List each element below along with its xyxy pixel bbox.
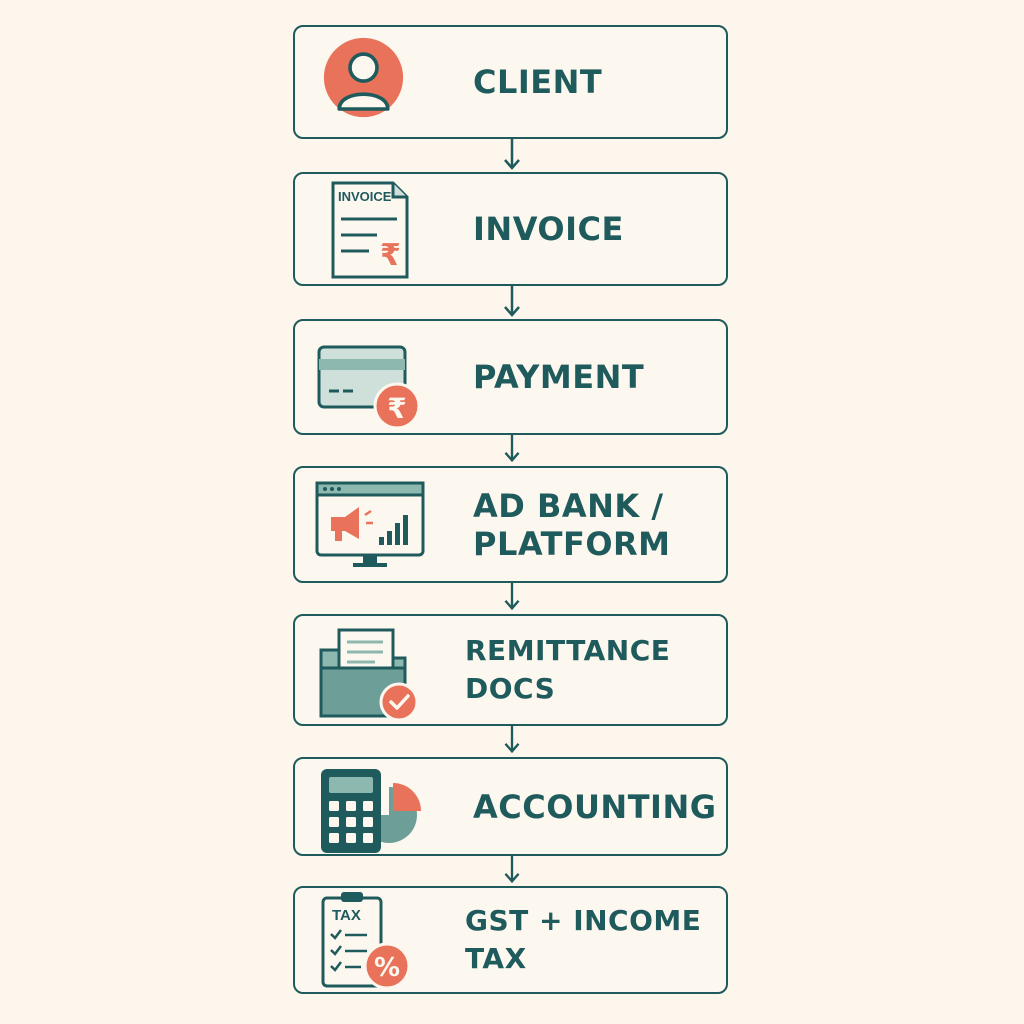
monitor-megaphone-icon bbox=[315, 481, 425, 567]
step-label: CLIENT bbox=[473, 63, 603, 101]
step-accounting: ACCOUNTING bbox=[293, 757, 728, 856]
step-label: GST + INCOME TAX bbox=[465, 904, 702, 975]
invoice-icon: INVOICE ₹ bbox=[331, 181, 409, 279]
step-label: REMITTANCE DOCS bbox=[465, 634, 671, 705]
step-payment: ₹ PAYMENT bbox=[293, 319, 728, 435]
step-invoice: INVOICE ₹ INVOICE bbox=[293, 172, 728, 286]
arrow-down-icon bbox=[504, 435, 520, 463]
calculator-chart-icon bbox=[321, 768, 421, 853]
step-ad-bank-platform: AD BANK / PLATFORM bbox=[293, 466, 728, 583]
step-client: CLIENT bbox=[293, 25, 728, 139]
arrow-down-icon bbox=[504, 139, 520, 170]
rupee-icon: ₹ bbox=[380, 238, 401, 273]
step-gst-income-tax: TAX % GST + INCOME TAX bbox=[293, 886, 728, 994]
rupee-icon: ₹ bbox=[387, 392, 406, 425]
step-label: ACCOUNTING bbox=[473, 787, 717, 826]
step-label: PAYMENT bbox=[473, 358, 645, 396]
arrow-down-icon bbox=[504, 583, 520, 611]
step-label: AD BANK / PLATFORM bbox=[473, 486, 671, 563]
step-label: INVOICE bbox=[473, 210, 624, 248]
arrow-down-icon bbox=[504, 856, 520, 884]
invoice-icon-text: INVOICE bbox=[338, 189, 392, 204]
user-icon bbox=[323, 37, 404, 118]
step-remittance-docs: REMITTANCE DOCS bbox=[293, 614, 728, 726]
percent-icon: % bbox=[374, 953, 400, 983]
tax-percent-icon: TAX % bbox=[321, 892, 411, 990]
arrow-down-icon bbox=[504, 726, 520, 754]
tax-icon-text: TAX bbox=[332, 907, 361, 924]
arrow-down-icon bbox=[504, 286, 520, 317]
folder-check-icon bbox=[319, 628, 419, 720]
card-payment-icon: ₹ bbox=[317, 345, 421, 427]
